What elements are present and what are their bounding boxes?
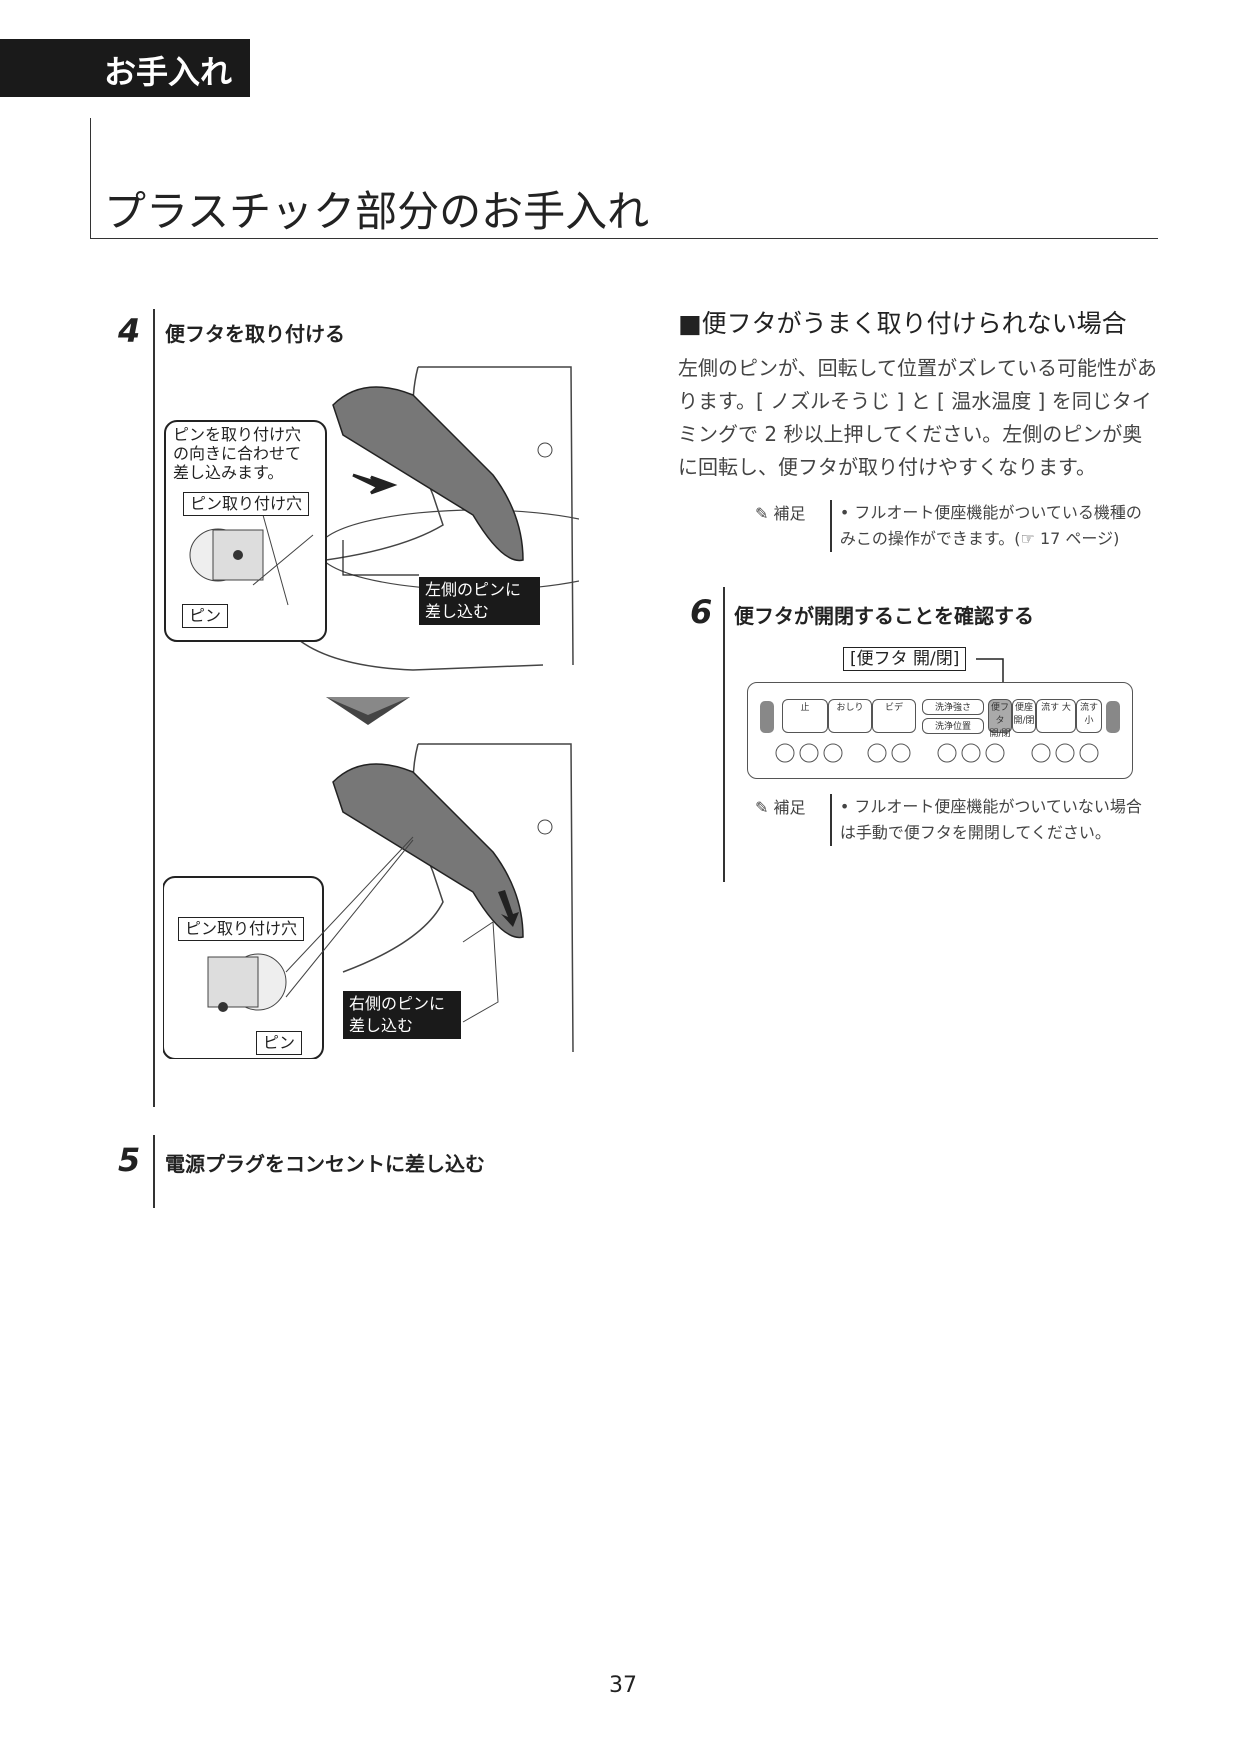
pin-label: ピン <box>256 1031 303 1055</box>
title-frame <box>90 118 1158 239</box>
pencil-icon: ✎ <box>755 504 769 523</box>
pin-hole-label: ピン取り付け穴 <box>183 492 310 516</box>
page-title: プラスチック部分のお手入れ <box>104 187 650 236</box>
stop-button[interactable]: 止 <box>782 699 828 733</box>
wash-position-button[interactable]: 洗浄位置 <box>922 718 984 734</box>
step-number: 6 <box>690 593 713 631</box>
pin-label: ピン <box>182 604 229 628</box>
note-text: • フルオート便座機能がついていない場合は手動で便フタを開閉してください。 <box>839 797 1142 842</box>
step-divider <box>153 309 155 1107</box>
step-divider <box>723 587 725 882</box>
note-divider <box>829 794 832 846</box>
step-label: 便フタを取り付ける <box>165 322 345 346</box>
note-1: ✎ 補足 • フルオート便座機能がついている機種のみこの操作ができます。(☞ 1… <box>755 500 1155 552</box>
callout-left-pin: 左側のピンに差し込む <box>419 577 540 625</box>
trouble-heading: ■便フタがうまく取り付けられない場合 <box>678 309 1127 338</box>
step-divider <box>153 1135 155 1208</box>
note-label: 補足 <box>773 798 806 817</box>
rear-wash-button[interactable]: おしり <box>828 699 872 733</box>
figure-lid-left-pin: ピンを取り付け穴の向きに合わせて差し込みます。 ピン取り付け穴 ピン 左側のピン… <box>163 365 639 675</box>
note-divider <box>829 500 832 552</box>
lid-open-close-button[interactable]: 便フタ 開/閉 <box>988 699 1012 739</box>
down-arrow-icon <box>326 697 410 725</box>
step-number: 5 <box>118 1141 141 1179</box>
panel-side-button[interactable] <box>760 701 774 733</box>
panel-side-button[interactable] <box>1106 701 1120 733</box>
toilet-illustration <box>164 366 639 671</box>
step-label: 電源プラグをコンセントに差し込む <box>165 1152 485 1176</box>
step-label: 便フタが開閉することを確認する <box>734 604 1034 628</box>
trouble-body: 左側のピンが、回転して位置がズレている可能性があります。[ ノズルそうじ ] と… <box>678 356 1157 479</box>
step-number: 4 <box>118 312 141 350</box>
panel-callout: [便フタ 開/閉] <box>843 647 967 671</box>
pin-hole-label: ピン取り付け穴 <box>178 917 305 941</box>
pencil-icon: ✎ <box>755 798 769 817</box>
callout-right-pin: 右側のピンに差し込む <box>343 991 461 1039</box>
remote-control-panel: 止 おしり ビデ 洗浄強さ 洗浄位置 便フタ 開/閉 便座 開/閉 流す 大 流… <box>747 682 1133 779</box>
figure-lid-right-pin: ピン取り付け穴 ピン 右側のピンに差し込む <box>162 742 579 1060</box>
page-number: 37 <box>609 1673 637 1698</box>
seat-open-close-button[interactable]: 便座 開/閉 <box>1012 699 1036 733</box>
flush-large-button[interactable]: 流す 大 <box>1036 699 1076 733</box>
flush-small-button[interactable]: 流す 小 <box>1076 699 1102 733</box>
inset-instruction: ピンを取り付け穴の向きに合わせて差し込みます。 <box>173 425 303 482</box>
note-label: 補足 <box>773 504 806 523</box>
small-round-buttons[interactable] <box>773 741 1103 765</box>
section-tab: お手入れ <box>0 39 250 97</box>
wash-strength-button[interactable]: 洗浄強さ <box>922 699 984 715</box>
note-2: ✎ 補足 • フルオート便座機能がついていない場合は手動で便フタを開閉してくださ… <box>755 794 1155 846</box>
bidet-button[interactable]: ビデ <box>872 699 916 733</box>
note-text: • フルオート便座機能がついている機種のみこの操作ができます。(☞ 17 ページ… <box>839 503 1142 548</box>
